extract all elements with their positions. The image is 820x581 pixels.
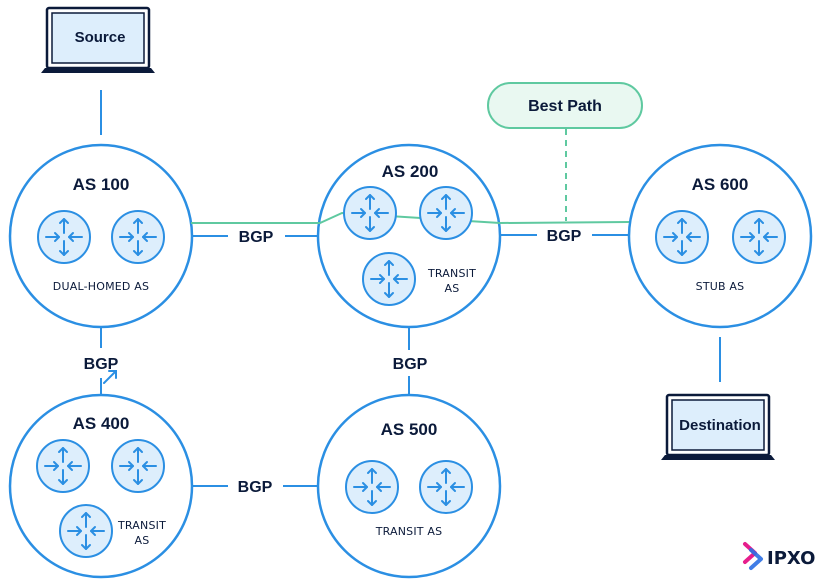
router-icon <box>362 252 416 306</box>
as600-circle <box>627 143 813 329</box>
router-icon <box>37 210 91 264</box>
source-label: Source <box>75 29 126 46</box>
bgp-label-as100-as200: BGP <box>239 229 274 246</box>
destination-laptop: Destination <box>659 393 777 462</box>
bgp-label-as400-as500: BGP <box>238 479 273 496</box>
router-icon <box>345 460 399 514</box>
as600-subtitle: STUB AS <box>696 280 745 293</box>
best-path-badge: Best Path <box>487 82 643 129</box>
source-laptop: Source <box>39 6 157 75</box>
ipxo-logo-icon <box>743 542 763 570</box>
as100-circle <box>8 143 194 329</box>
as200-subtitle-line1: TRANSIT <box>427 267 476 280</box>
logo-text: IPXO <box>767 548 815 569</box>
router-icon <box>111 210 165 264</box>
arrow-up-right-icon <box>103 370 117 384</box>
best-path-label: Best Path <box>528 98 602 115</box>
as100-subtitle: DUAL-HOMED AS <box>53 280 149 293</box>
as500-subtitle: TRANSIT AS <box>375 525 443 538</box>
bgp-label-as200-as500: BGP <box>393 356 428 373</box>
router-icon <box>419 186 473 240</box>
router-icon <box>59 504 113 558</box>
connection-lines <box>100 90 721 487</box>
router-icon <box>111 439 165 493</box>
ipxo-logo: IPXO <box>743 542 815 570</box>
as500-title: AS 500 <box>381 420 438 439</box>
as200-subtitle-line2: AS <box>445 282 460 295</box>
as600-title: AS 600 <box>692 175 749 194</box>
bgp-label-as200-as600: BGP <box>547 228 582 245</box>
as200-title: AS 200 <box>382 162 439 181</box>
router-icon <box>732 210 786 264</box>
best-path-route-line <box>191 211 630 225</box>
as500-circle <box>316 393 502 579</box>
router-icon <box>36 439 90 493</box>
as400-subtitle-line1: TRANSIT <box>117 519 166 532</box>
router-icon <box>419 460 473 514</box>
router-icon <box>655 210 709 264</box>
bgp-label-as100-as400: BGP <box>84 356 119 373</box>
as400-title: AS 400 <box>73 414 130 433</box>
as400-subtitle-line2: AS <box>135 534 150 547</box>
as100-title: AS 100 <box>73 175 130 194</box>
destination-label: Destination <box>679 417 761 434</box>
router-icon <box>343 186 397 240</box>
best-path-pill <box>487 82 643 129</box>
